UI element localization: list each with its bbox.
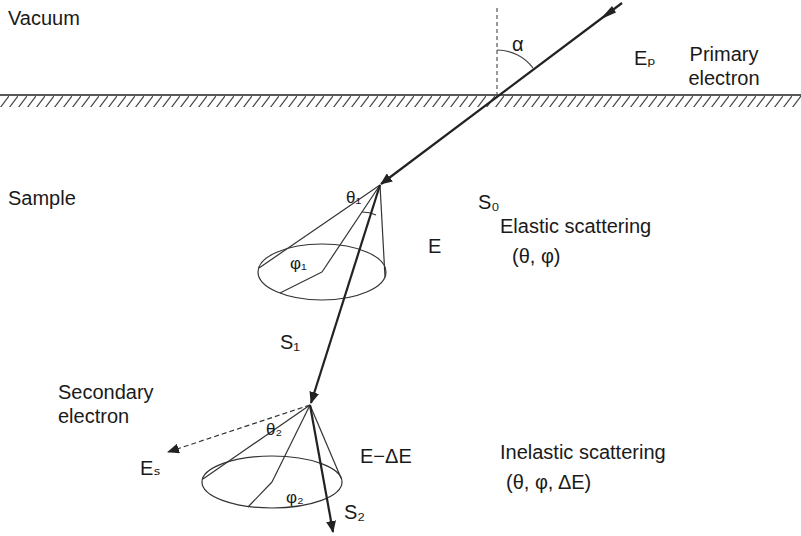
arrow-head	[600, 6, 616, 20]
scattering-cone	[258, 244, 386, 300]
cone-radius	[248, 482, 272, 507]
surface-normal	[496, 8, 497, 95]
energy-label: Eₚ	[634, 46, 656, 70]
region-label: Sample	[8, 186, 76, 210]
cone-radius	[280, 272, 322, 293]
particle-label: Primary electron	[676, 42, 772, 90]
cone-edge	[380, 185, 385, 277]
angle-label: (θ, φ, ΔE)	[506, 470, 591, 494]
angle-symbol: φ₁	[290, 252, 307, 276]
surface-hatch	[0, 96, 801, 107]
region-label: Vacuum	[8, 6, 80, 30]
cone-edge	[203, 405, 310, 479]
cone-edge	[259, 185, 380, 268]
sample-surface	[0, 94, 801, 96]
angle-symbol: α	[512, 32, 524, 56]
energy-label: Eₛ	[140, 456, 161, 480]
energy-label: E−ΔE	[360, 444, 412, 468]
angle-label: (θ, φ)	[512, 244, 561, 268]
angle-symbol: θ₂	[266, 418, 282, 442]
primary-path	[381, 3, 622, 184]
process-label: Inelastic scattering	[500, 440, 666, 464]
electron-path	[310, 405, 333, 532]
secondary-path	[168, 405, 310, 452]
angle-arc	[362, 212, 376, 215]
process-label: Elastic scattering	[500, 214, 651, 238]
angle-symbol: θ₁	[346, 186, 361, 210]
path-label: S₀	[478, 190, 500, 214]
energy-label: E	[428, 234, 441, 258]
cone-edge	[310, 405, 341, 478]
path-label: S₁	[280, 330, 300, 354]
angle-symbol: φ₂	[286, 486, 304, 510]
electron-path	[311, 185, 380, 403]
path-label: S₂	[344, 500, 365, 524]
cone-axis	[272, 405, 310, 482]
particle-label: Secondary electron	[58, 380, 158, 428]
cone-axis	[322, 185, 380, 272]
